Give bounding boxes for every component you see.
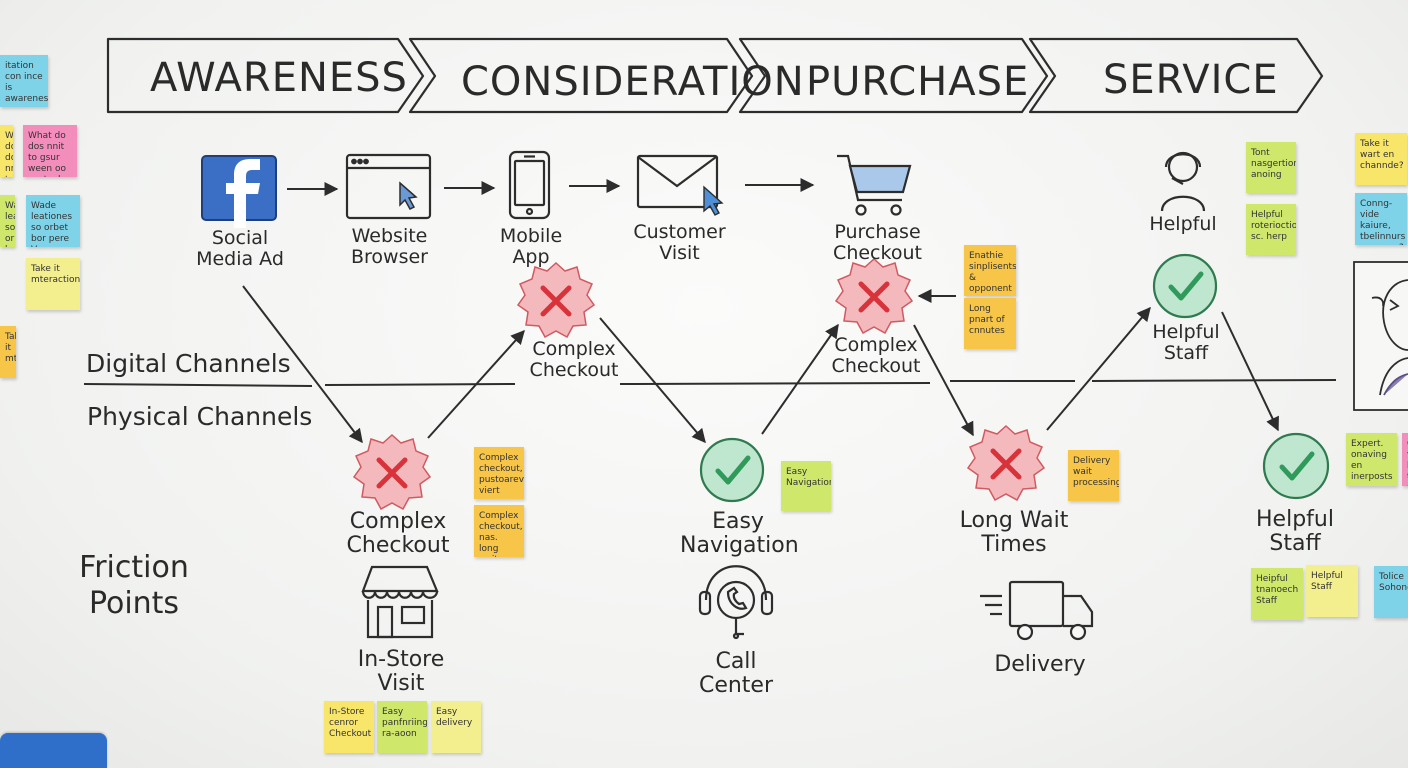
sticky-note: Easy Navigation [781, 461, 831, 511]
label-complex-checkout-3: Complex Checkout [831, 334, 921, 377]
digital-channels-label: Digital Channels [86, 349, 291, 378]
label-helpful-staff-1: Helpful Staff [1152, 321, 1220, 364]
delivery-truck-icon [980, 580, 1094, 641]
sticky-note: Long pnart of cnnutes [964, 298, 1016, 349]
label-social-media-ad: Social Media Ad [196, 227, 284, 270]
stage-purchase: PURCHASE [806, 59, 1030, 105]
sticky-note: itation con ince is awareness? [0, 55, 48, 107]
support-agent-icon [1160, 151, 1206, 212]
sticky-note: Easy panfnriing ra-aoon [377, 701, 427, 753]
sticky-note: Tolice Sohone [1374, 566, 1408, 618]
label-complex-checkout-2: Complex Checkout [529, 338, 619, 381]
label-helpful: Helpful [1149, 213, 1217, 235]
sticky-note: Conng-vide kaiure, tbelinnurs scenarre? [1355, 193, 1407, 245]
sticky-note: Delivery wait processing [1068, 450, 1119, 501]
chevron-awareness [106, 37, 425, 114]
label-website-browser: Website Browser [351, 225, 428, 268]
sticky-note: Tont nasgertion anoing [1246, 142, 1296, 193]
positive-check-icons [699, 253, 1330, 503]
sticky-note: Complex checkout, pustoareve viert [474, 447, 524, 499]
stage-chevrons [106, 37, 1324, 114]
mobile-phone-icon [508, 150, 551, 220]
label-easy-navigation: Easy Navigation [680, 509, 799, 558]
browser-icon [345, 153, 432, 220]
sticky-note: Heipful tnanoech Staff [1251, 568, 1303, 620]
sticky-note: In-Store cenror Checkout [324, 701, 374, 753]
label-delivery: Delivery [994, 652, 1086, 677]
shopping-cart-icon [837, 154, 912, 216]
label-helpful-staff-2: Helpful Staff [1256, 507, 1334, 556]
stage-awareness: AWARENESS [150, 55, 408, 101]
sticky-note: Conng-vide kaiure, tbelinnurs scenarre? [1402, 433, 1408, 486]
cross-icon-checkout-3 [834, 257, 914, 335]
check-icon-navigation [699, 437, 765, 503]
check-icon-staff [1262, 432, 1330, 500]
physical-channels-label: Physical Channels [87, 402, 313, 431]
sticky-note: Take it mteraction [0, 326, 16, 378]
stage-service: SERVICE [1103, 57, 1279, 103]
label-long-wait-times: Long Wait Times [959, 508, 1069, 557]
stage-consideration: CONSIDERATION [461, 59, 805, 105]
cross-icon-checkout-1 [352, 433, 432, 511]
facebook-icon [201, 155, 277, 228]
chevron-purchase [738, 37, 1049, 114]
headset-icon [698, 565, 774, 640]
envelope-icon [636, 154, 724, 216]
label-complex-checkout-1: Complex Checkout [346, 509, 450, 558]
sticky-note: What do dos nnit to gsur ween oo saat sd… [0, 125, 13, 177]
label-mobile-app: Mobile App [499, 225, 563, 268]
friction-points-label: Friction Points [79, 550, 189, 621]
sticky-note: Take it wart en channde? [1355, 133, 1407, 185]
sticky-note: Expert. onaving en inerposts [1346, 433, 1397, 486]
sticky-note: Take it mteraction [26, 258, 80, 310]
chevron-consideration [408, 37, 754, 114]
whiteboard-magnet [0, 733, 107, 768]
label-purchase-checkout: Purchase Checkout [833, 221, 922, 264]
friction-cross-icons [352, 257, 1046, 511]
label-in-store-visit: In-Store Visit [357, 647, 445, 696]
sticky-note: Easy delivery [431, 701, 481, 753]
sticky-note: Wade leationes so orbet bor pere Vorg, c… [0, 195, 15, 247]
chevron-service [1028, 37, 1324, 114]
sticky-note: Enathie sinplisents & opponent [964, 245, 1016, 296]
store-icon [361, 565, 439, 639]
label-call-center: Call Center [698, 649, 774, 698]
label-customer-visit: Customer Visit [633, 221, 726, 264]
journey-arrows [242, 285, 1279, 444]
channel-divider [83, 379, 1337, 387]
check-icon-helpful [1152, 253, 1218, 319]
sticky-note: Wade leationes so orbet bor pere Vorg, c… [26, 195, 80, 247]
persona-sketch [1353, 261, 1408, 411]
sticky-note: Helpful roterioction sc. herp [1246, 204, 1296, 255]
sticky-note: What do dos nnit to gsur ween oo saat sd… [23, 125, 77, 177]
sticky-note: Complex checkout, nas. long wait [474, 505, 524, 557]
cross-icon-wait [966, 424, 1046, 502]
sticky-note: Helpful Staff [1306, 565, 1358, 617]
flow-arrows [287, 178, 956, 303]
cross-icon-checkout-2 [516, 261, 596, 339]
